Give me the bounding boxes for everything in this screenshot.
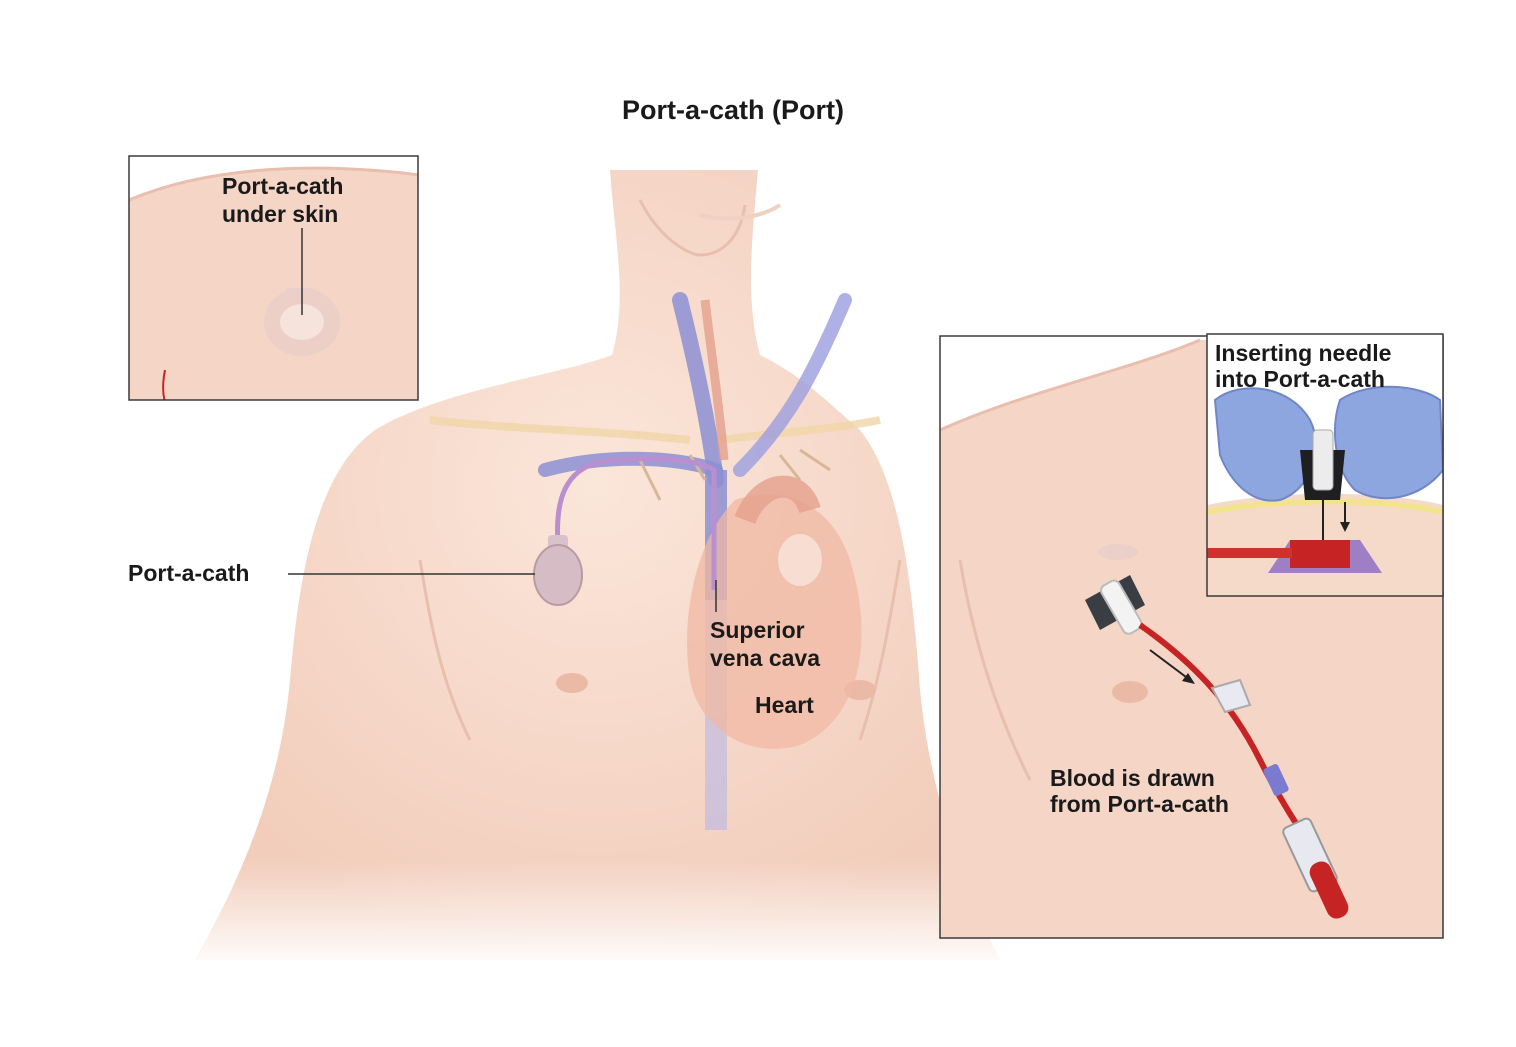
port-device bbox=[533, 456, 717, 606]
branch-lines bbox=[638, 448, 831, 501]
port-reservoir bbox=[533, 544, 583, 606]
armpit-left bbox=[418, 559, 472, 741]
chin-line bbox=[699, 203, 782, 221]
needle-hub bbox=[1100, 579, 1143, 635]
collarbone-right bbox=[719, 416, 881, 444]
label-inserting-line2: into Port-a-cath bbox=[1215, 366, 1385, 392]
label-inserting-line1: Inserting needle bbox=[1215, 340, 1392, 366]
tube-clamp bbox=[1210, 678, 1252, 714]
label-blood-line2: from Port-a-cath bbox=[1050, 791, 1229, 817]
label-heart: Heart bbox=[755, 692, 814, 718]
armpit-right bbox=[858, 559, 902, 741]
heart bbox=[687, 475, 862, 749]
label-under-skin-line2: under skin bbox=[222, 201, 339, 227]
valve bbox=[778, 534, 822, 586]
inset-frame-left bbox=[128, 155, 419, 401]
inset-needle-insertion bbox=[1206, 333, 1444, 597]
torso-body bbox=[195, 170, 1000, 960]
carotid-artery bbox=[700, 299, 729, 461]
inset-frame-needle bbox=[1206, 333, 1444, 597]
port-chamber bbox=[1290, 540, 1350, 568]
aorta bbox=[734, 475, 821, 525]
glove-right bbox=[1334, 385, 1443, 500]
torso-figure bbox=[180, 170, 1020, 970]
jugular-vein-right bbox=[733, 293, 852, 477]
label-svc-line1: Superior bbox=[710, 617, 805, 643]
catheter-tube bbox=[555, 456, 717, 590]
page-title: Port-a-cath (Port) bbox=[622, 95, 844, 125]
inset-under-skin bbox=[128, 155, 419, 401]
flow-arrow bbox=[1149, 649, 1191, 681]
label-blood-line1: Blood is drawn bbox=[1050, 765, 1215, 791]
blood-collection-tube bbox=[1309, 861, 1349, 919]
neck-shadow bbox=[638, 199, 747, 257]
inset-frame-right bbox=[939, 335, 1444, 939]
label-port: Port-a-cath bbox=[128, 560, 250, 586]
nipple-left bbox=[556, 673, 588, 693]
label-svc-line2: vena cava bbox=[710, 645, 820, 671]
collarbone-left bbox=[429, 416, 691, 444]
inset-blood-draw bbox=[939, 335, 1444, 939]
jugular-vein-left bbox=[672, 292, 724, 488]
label-under-skin-line1: Port-a-cath bbox=[222, 173, 344, 199]
